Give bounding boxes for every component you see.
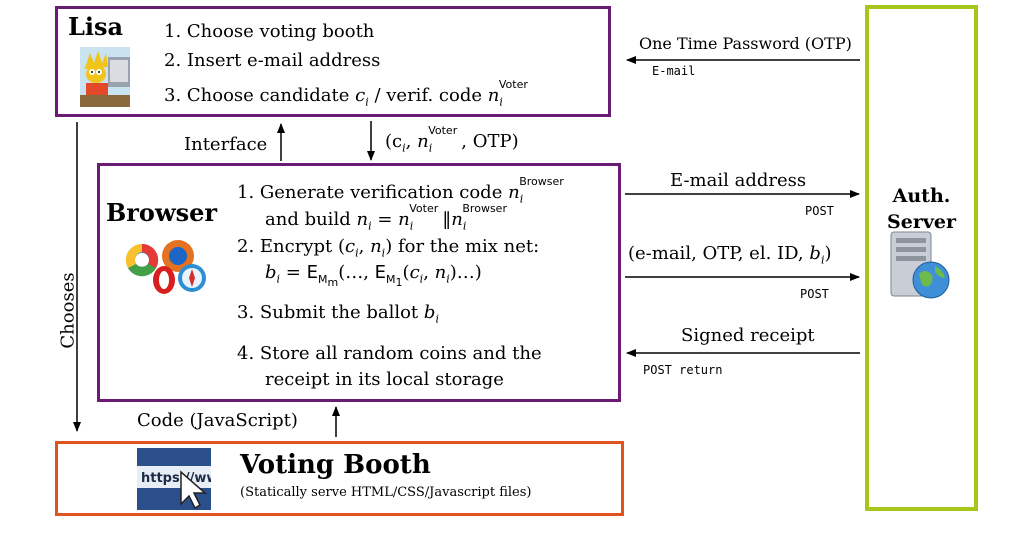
otp-label: One Time Password (OTP) <box>639 34 852 53</box>
auth-server-box <box>865 5 978 511</box>
choice-label: (ci, niVoter, OTP) <box>385 124 519 155</box>
lisa-title: Lisa <box>68 12 124 41</box>
browser-step-3: 3. Submit the ballot bi <box>237 302 439 326</box>
browser-step-4-line-1: 4. Store all random coins and the <box>237 343 542 364</box>
code-label: Code (JavaScript) <box>137 410 298 431</box>
lisa-step-1: 1. Choose voting booth <box>164 21 375 42</box>
ballot-method-label: POST <box>800 287 829 301</box>
auth-server-title: Auth. Server <box>887 185 956 233</box>
browser-step-1-line-2: and build ni = niVoter‖niBrowser <box>265 202 507 233</box>
receipt-method-label: POST return <box>643 363 723 377</box>
voting-booth-subtitle: (Statically serve HTML/CSS/Javascript fi… <box>240 485 532 500</box>
signed-receipt-label: Signed receipt <box>681 325 815 346</box>
email-method-label: POST <box>805 204 834 218</box>
voting-booth-title: Voting Booth <box>240 450 431 480</box>
server-globe-icon <box>885 228 955 304</box>
browser-step-2-line-2: bi = EMm(…, EM1(ci, ni)…) <box>265 262 482 289</box>
lisa-avatar-icon <box>80 47 130 107</box>
lisa-step-2: 2. Insert e-mail address <box>164 50 381 71</box>
browser-step-4-line-2: receipt in its local storage <box>265 369 504 390</box>
browser-step-2-line-1: 2. Encrypt (ci, ni) for the mix net: <box>237 236 540 260</box>
browser-step-1-line-1: 1. Generate verification code niBrowser <box>237 175 564 206</box>
browser-logos-icon <box>122 236 214 296</box>
browser-title: Browser <box>106 198 218 227</box>
interface-label: Interface <box>184 134 268 155</box>
email-address-label: E-mail address <box>670 170 807 191</box>
browser-box <box>97 163 621 402</box>
otp-method-label: E-mail <box>652 64 696 78</box>
lisa-step-3: 3. Choose candidate ci / verif. code niV… <box>164 78 528 109</box>
ballot-label: (e-mail, OTP, el. ID, bi) <box>628 243 832 267</box>
lisa-box <box>55 6 611 117</box>
https-cursor-icon: https://www <box>137 448 230 510</box>
voting-booth-box <box>55 441 624 516</box>
